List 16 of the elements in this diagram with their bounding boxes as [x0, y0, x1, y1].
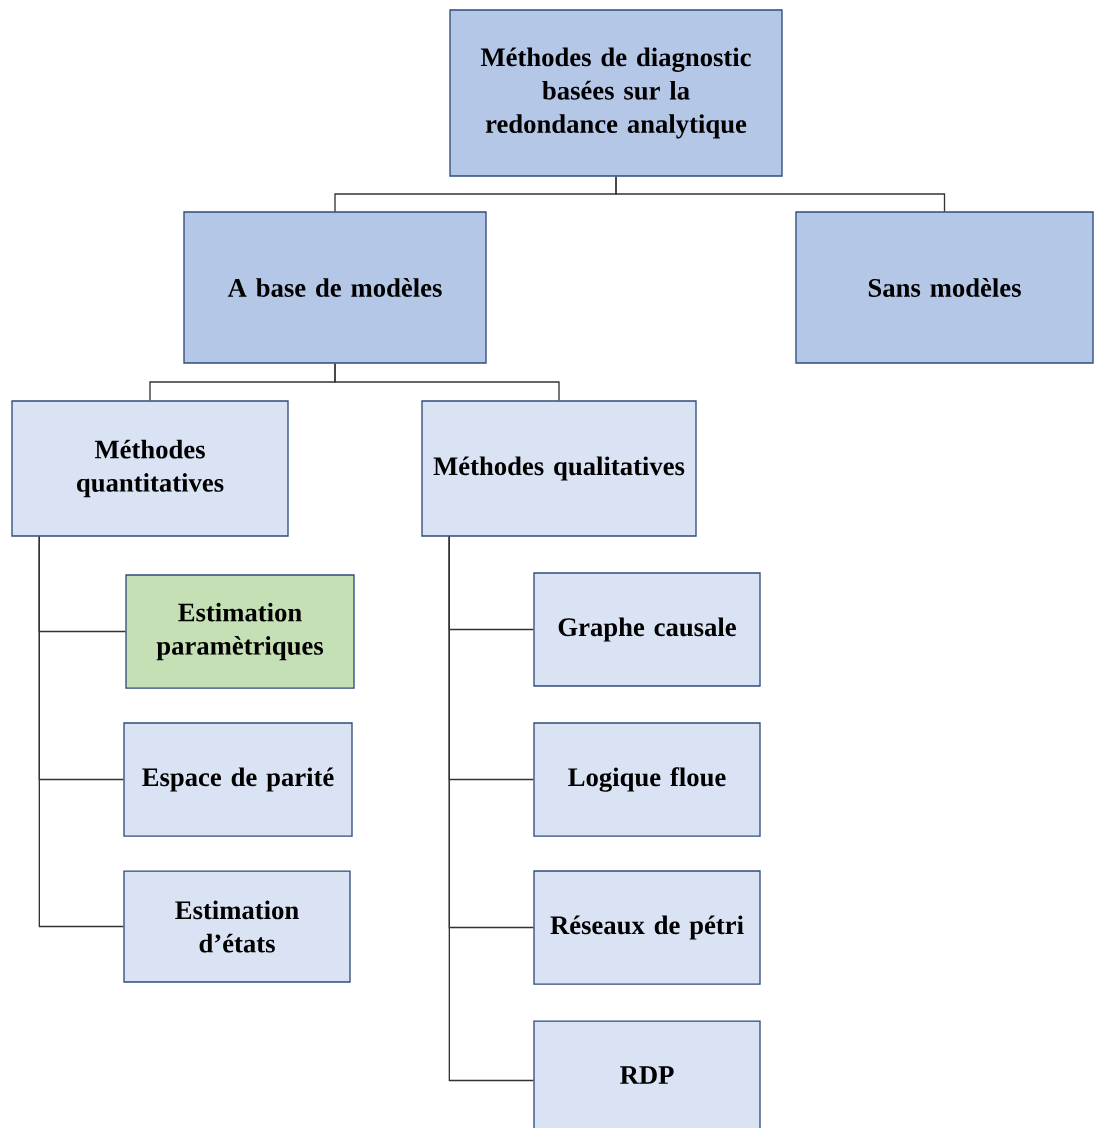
category-box: A base de modèles [183, 211, 487, 364]
category-box: Méthodes quantitatives [11, 400, 289, 537]
category-box: Réseaux de pétri [533, 870, 761, 985]
connector-line [38, 535, 124, 928]
connector-line [334, 362, 560, 402]
category-box: Méthodes de diagnostic basées sur la redondance analytique [449, 9, 783, 177]
category-box: Méthodes qualitatives [421, 400, 697, 537]
category-box: Estimation d’états [123, 870, 351, 983]
connector-line [448, 535, 534, 1082]
category-box: Logique floue [533, 722, 761, 837]
category-box: Graphe causale [533, 572, 761, 687]
connector-line [615, 176, 946, 213]
category-box: Espace de parité [123, 722, 353, 837]
category-box: RDP [533, 1020, 761, 1128]
category-box: Sans modèles [795, 211, 1094, 364]
category-box: Estimation paramètriques [125, 574, 355, 689]
